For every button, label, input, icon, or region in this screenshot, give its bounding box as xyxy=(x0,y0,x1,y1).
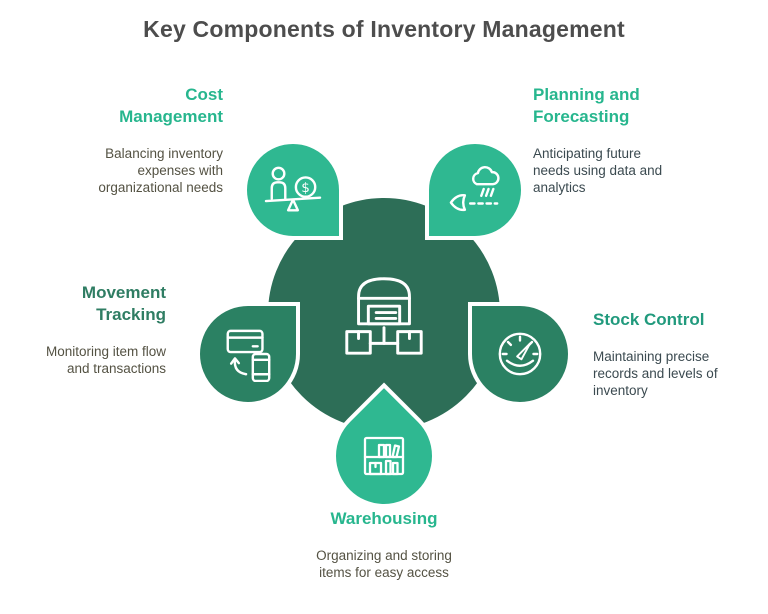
stock-control-description: Maintaining precise records and levels o… xyxy=(593,349,718,398)
diagram-title: Key Components of Inventory Management xyxy=(143,16,625,42)
warehouse-with-boxes-icon xyxy=(335,267,433,361)
warehousing-description: Organizing and storing items for easy ac… xyxy=(316,548,452,580)
planning-forecasting-text-block: Planning and Forecasting Anticipating fu… xyxy=(533,84,733,196)
warehousing-heading: Warehousing xyxy=(330,509,438,528)
cost-management-petal: $ xyxy=(243,140,343,240)
cost-management-text-block: Cost Management Balancing inventory expe… xyxy=(23,84,223,196)
speedometer-gauge-icon xyxy=(495,329,545,379)
svg-text:$: $ xyxy=(301,180,310,196)
planning-forecasting-description: Anticipating future needs using data and… xyxy=(533,146,663,195)
cost-management-description: Balancing inventory expenses with organi… xyxy=(98,146,223,195)
bookshelf-icon xyxy=(360,432,408,480)
stock-control-text-block: Stock Control Maintaining precise record… xyxy=(593,309,758,399)
card-phone-transfer-icon xyxy=(221,326,275,382)
movement-tracking-circle xyxy=(196,302,300,406)
warehousing-drop xyxy=(310,382,458,530)
planning-forecasting-heading: Planning and Forecasting xyxy=(533,85,640,126)
cost-management-heading: Cost Management xyxy=(119,85,223,126)
movement-tracking-text-block: Movement Tracking Monitoring item flow a… xyxy=(6,282,166,377)
planning-forecasting-petal xyxy=(425,140,525,240)
warehousing-text-block: Warehousing Organizing and storing items… xyxy=(234,508,534,581)
stock-control-heading: Stock Control xyxy=(593,310,705,329)
balance-scale-dollar-icon: $ xyxy=(262,162,324,218)
movement-tracking-heading: Movement Tracking xyxy=(81,283,166,324)
stock-control-circle xyxy=(468,302,572,406)
movement-tracking-description: Monitoring item flow and transactions xyxy=(45,344,166,376)
forecast-cloud-rain-icon xyxy=(446,163,504,217)
